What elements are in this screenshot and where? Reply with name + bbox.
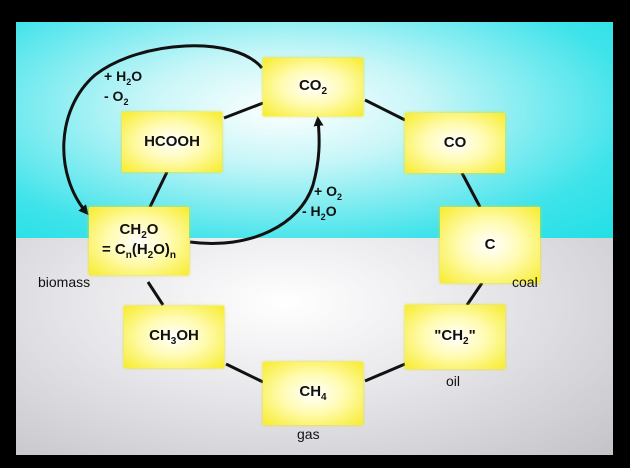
formula-text: - H2O — [302, 203, 342, 223]
formula-segment: CH — [299, 383, 322, 401]
oxidation-arrow — [189, 116, 324, 245]
label-oil: oil — [446, 373, 461, 389]
formula-text: + O2 — [302, 183, 342, 203]
formula-segment: O — [146, 220, 159, 238]
node-ch2-oil: "CH2" — [405, 305, 505, 369]
formula-subscript: n — [125, 250, 132, 261]
label-coal: coal — [512, 274, 538, 290]
formula-subscript: 3 — [170, 335, 177, 347]
formula-text: = Cn(H2O)n — [102, 241, 176, 262]
formula-segment: O) — [153, 241, 170, 258]
formula-text: + H2O — [104, 68, 142, 88]
formula-text: CH3OH — [149, 327, 199, 348]
label-gas: gas — [297, 426, 320, 442]
formula-segment: - H — [302, 203, 321, 220]
formula-segment: + O — [314, 183, 337, 199]
reduction-arrow — [62, 44, 264, 216]
link-c-ch2 — [465, 282, 484, 306]
formula-subscript: 2 — [123, 96, 129, 107]
formula-text: - O2 — [104, 88, 142, 108]
node-co: CO — [405, 113, 505, 173]
node-c: C — [440, 207, 540, 283]
formula-segment: C — [484, 236, 496, 254]
formula-segment: O — [325, 203, 337, 220]
node-hcooh: HCOOH — [122, 112, 222, 172]
formula-segment: CO — [443, 134, 467, 152]
formula-segment: O — [131, 68, 143, 84]
link-co-c — [460, 172, 482, 208]
formula-segment: - O — [104, 88, 124, 105]
formula-subscript: 2 — [141, 229, 147, 241]
formula-subscript: 2 — [463, 335, 469, 347]
link-ch3oh-ch4 — [225, 362, 264, 384]
formula-text: CO2 — [299, 77, 327, 98]
formula-segment: CH — [119, 220, 142, 238]
formula-text: CH2O — [120, 221, 159, 242]
node-ch3oh: CH3OH — [124, 306, 224, 368]
formula-segment: = C — [101, 241, 126, 258]
formula-text: HCOOH — [144, 133, 200, 150]
oxidation-conditions: + O2- H2O — [302, 183, 342, 223]
formula-subscript: 4 — [321, 392, 327, 404]
formula-subscript: 2 — [126, 76, 132, 87]
formula-text: CH4 — [299, 383, 326, 404]
link-co2-hcooh — [223, 101, 264, 120]
formula-segment: (H — [131, 241, 148, 258]
link-co2-co — [364, 98, 406, 122]
formula-segment: CH — [149, 326, 171, 344]
formula-segment: " — [468, 326, 476, 344]
formula-text: "CH2" — [434, 327, 475, 348]
label-biomass: biomass — [38, 274, 91, 290]
node-ch4: CH4 — [263, 362, 363, 425]
reduction-conditions: + H2O- O2 — [104, 68, 142, 108]
formula-subscript: 2 — [320, 211, 326, 222]
node-ch2o: CH2O= Cn(H2O)n — [89, 207, 189, 275]
node-co2: CO2 — [263, 58, 363, 116]
link-hcooh-ch2o — [148, 171, 169, 208]
formula-subscript: 2 — [147, 250, 154, 261]
formula-segment: HCOOH — [144, 133, 200, 151]
formula-subscript: n — [169, 250, 177, 261]
formula-segment: OH — [176, 326, 199, 344]
formula-subscript: 2 — [336, 191, 342, 202]
formula-segment: CO — [298, 76, 322, 94]
link-ch2-ch4 — [364, 362, 406, 383]
formula-text: CO — [444, 134, 467, 151]
formula-subscript: 2 — [321, 85, 328, 97]
formula-segment: + H — [104, 68, 127, 84]
formula-segment: "CH — [434, 326, 464, 344]
link-ch2o-ch3oh — [146, 281, 165, 306]
formula-text: C — [485, 236, 496, 253]
